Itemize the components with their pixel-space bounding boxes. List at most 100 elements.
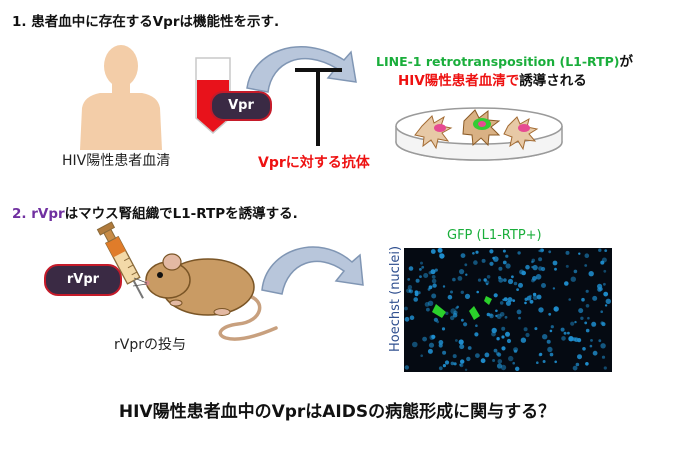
nucleus-dot [498,277,504,283]
nucleus-dot [497,359,503,364]
nucleus-dot [568,298,571,301]
nucleus-dot [429,334,435,340]
nucleus-dot [413,297,419,302]
rvpr-capsule: rVpr [44,264,122,296]
nucleus-dot [464,368,468,371]
nucleus-dot [531,260,534,264]
nucleus-dot [455,339,458,342]
nucleus-dot [574,320,577,324]
nucleus-dot [600,321,604,325]
result-hiv-serum-text: HIV陽性患者血清で [398,73,520,89]
nucleus-dot [452,354,457,359]
nucleus-dot [560,327,565,332]
nucleus-dot [573,269,578,274]
nucleus-dot [553,306,559,312]
nucleus-dot [472,252,475,255]
nucleus-dot [603,291,609,297]
nucleus-dot [511,275,514,279]
nucleus-dot [581,297,585,302]
nucleus-dot [592,350,598,356]
nucleus-dot [460,290,464,294]
nucleus-dot [508,355,514,362]
nucleus-dot [423,273,429,278]
nucleus-dot [408,289,414,294]
nucleus-dot [502,260,507,265]
nucleus-dot [404,316,410,322]
nucleus-dot [461,318,464,322]
nucleus-dot [495,314,498,318]
nucleus-dot [489,313,494,319]
nucleus-dot [444,360,450,365]
nucleus-dot [486,275,491,279]
nucleus-dot [453,310,458,315]
nucleus-dot [553,307,558,311]
nucleus-dot [426,307,430,312]
nucleus-dot [585,362,589,366]
nucleus-dot [434,268,438,272]
nucleus-dot [526,295,532,301]
nucleus-dot [442,285,446,288]
nucleus-dot [577,354,582,360]
nucleus-dot [457,276,463,281]
nucleus-dot [516,309,522,315]
nucleus-dot [513,349,518,353]
nucleus-dot [458,339,464,345]
nucleus-dot [572,365,578,371]
nucleus-dot [523,327,528,332]
nucleus-dot [529,299,534,304]
result-ga-text: が [619,54,634,70]
hoechst-label: Hoechst (nuclei) [388,245,403,352]
nucleus-dot [575,362,580,367]
nucleus-dot [437,247,443,253]
nucleus-dot [599,287,603,291]
nucleus-dot [585,304,590,308]
section1-heading: 1. 患者血中に存在するVprは機能性を示す. [12,10,279,30]
nucleus-dot [456,305,460,309]
nucleus-dot [408,289,412,293]
nucleus-dot [542,360,546,363]
nucleus-dot [565,250,570,255]
nucleus-dot [506,338,512,344]
nucleus-dot [563,331,567,335]
nucleus-dot [464,293,471,299]
nucleus-dot [598,339,602,343]
result-induced-text: 誘導される [519,73,587,89]
question-text: HIV陽性患者血中のVprはAIDSの病態形成に関与する？ [118,402,556,422]
nucleus-dot [421,265,425,269]
nucleus-dot [409,315,415,321]
nucleus-dot [507,297,513,303]
nucleus-dot [536,361,539,365]
nucleus-dot [587,316,590,320]
nucleus-dot [415,278,420,283]
section2-rvpr-text: rVpr [31,206,65,222]
nucleus-dot [503,278,507,282]
nucleus-dot [492,256,496,260]
nucleus-dot [572,337,577,342]
nucleus-dot [592,295,598,301]
nucleus-dot [585,289,589,293]
nucleus-dot [538,257,543,262]
nucleus-dot [548,312,552,316]
nucleus-dot [549,329,553,333]
nucleus-dot [505,331,510,337]
nucleus-dot [549,352,554,357]
nucleus-dot [481,258,486,263]
nucleus-dot [577,338,582,343]
nucleus-dot [521,270,526,276]
nucleus-dot [516,288,519,291]
nucleus-dot [547,346,553,353]
nucleus-dot [570,321,575,326]
nucleus-dot [539,352,543,356]
nucleus-dot [585,328,590,333]
nucleus-dot [554,267,557,271]
nucleus-dot [590,339,593,342]
nucleus-dot [501,346,506,351]
vpr-capsule: Vpr [210,91,272,121]
nucleus-dot [473,260,478,265]
section1-heading-text: 患者血中に存在するVprは機能性を示す. [31,14,280,30]
nucleus-dot [538,307,544,313]
nucleus-dot [450,290,453,294]
nucleus-dot [414,292,419,297]
nucleus-dot [519,269,525,275]
nucleus-dot [601,257,607,263]
